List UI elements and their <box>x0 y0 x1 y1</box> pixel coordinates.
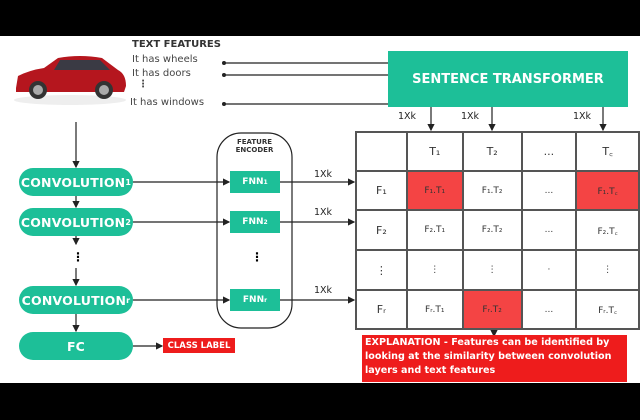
grid-cell: ... <box>520 289 578 330</box>
ellipsis-icon: ⋮ <box>72 250 84 264</box>
explanation-box: EXPLANATION - Features can be identified… <box>362 335 627 382</box>
dim-label: 1Xk <box>314 207 333 218</box>
fc-block: FC <box>19 332 133 360</box>
grid-row: ⋮⋮⋮·⋮ <box>355 249 640 291</box>
ellipsis-icon: ⋮ <box>251 250 263 264</box>
sentence-transformer-box: SENTENCE TRANSFORMER <box>388 51 628 107</box>
text-feature-item: It has wheels <box>132 54 198 65</box>
grid-header-cell: ... <box>520 131 578 172</box>
dim-label: 1Xk <box>573 111 592 122</box>
grid-header-cell: T꜀ <box>575 131 640 172</box>
grid-row-header-cell: F₂ <box>355 209 408 251</box>
grid-cell: Fᵣ.T₂ <box>461 289 523 330</box>
grid-cell: ... <box>520 209 578 251</box>
grid-header-cell: T₁ <box>405 131 464 172</box>
grid-row-header-cell: Fᵣ <box>355 289 408 330</box>
class-label-box: CLASS LABEL <box>163 338 235 353</box>
grid-header-cell <box>355 131 408 172</box>
top-bar <box>0 0 640 36</box>
grid-cell: Fᵣ.T₁ <box>405 289 464 330</box>
grid-cell: F₂.T₁ <box>405 209 464 251</box>
grid-cell: F₁.T₂ <box>461 170 523 211</box>
grid-cell: ⋮ <box>461 249 523 291</box>
grid-row-header-cell: ⋮ <box>355 249 408 291</box>
grid-cell: F₂.T꜀ <box>575 209 640 251</box>
dim-label: 1Xk <box>314 169 333 180</box>
grid-cell: F₁.T꜀ <box>575 170 640 211</box>
grid-cell: ⋮ <box>405 249 464 291</box>
dim-label: 1Xk <box>314 285 333 296</box>
grid-cell: F₂.T₂ <box>461 209 523 251</box>
text-features-heading: TEXT FEATURES <box>132 39 221 50</box>
grid-cell: ... <box>520 170 578 211</box>
text-feature-item: It has windows <box>130 97 205 108</box>
grid-header-cell: T₂ <box>461 131 523 172</box>
ellipsis-icon: ⋮ <box>138 79 148 90</box>
grid-cell: F₁.T₁ <box>405 170 464 211</box>
grid-cell: Fᵣ.T꜀ <box>575 289 640 330</box>
bottom-bar <box>0 383 640 420</box>
grid-row-header-cell: F₁ <box>355 170 408 211</box>
car-image <box>14 56 126 105</box>
dim-label: 1Xk <box>461 111 480 122</box>
text-feature-item: It has doors <box>132 68 191 79</box>
dim-label: 1Xk <box>398 111 417 122</box>
feature-encoder-title: FEATURE ENCODER <box>235 138 274 154</box>
grid-cell: · <box>520 249 578 291</box>
grid-cell: ⋮ <box>575 249 640 291</box>
